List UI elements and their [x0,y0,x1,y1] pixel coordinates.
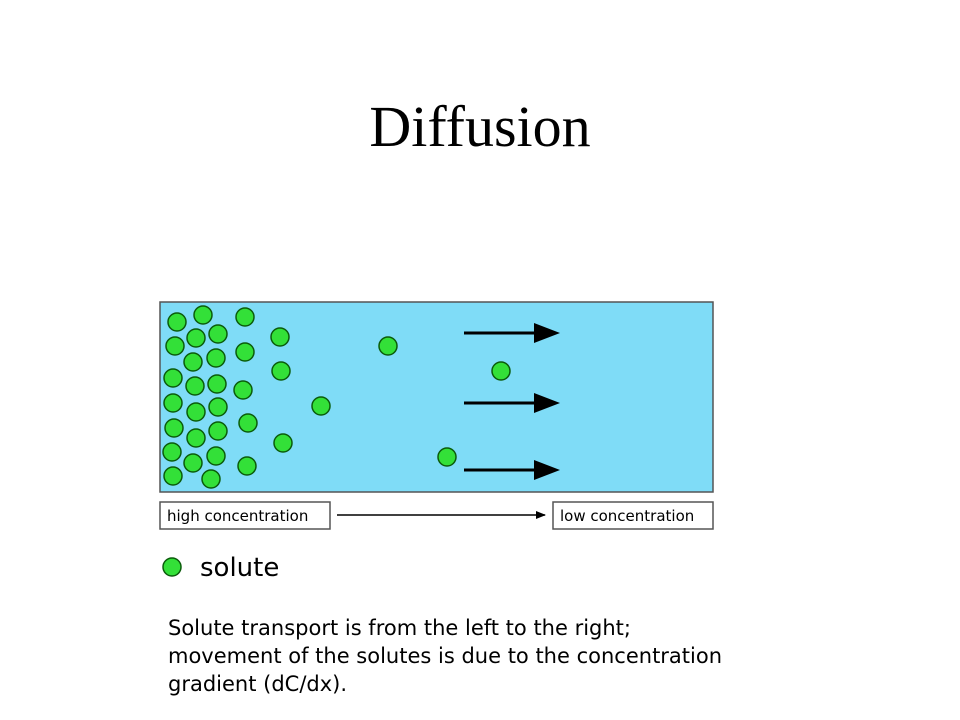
solute-particle [378,336,398,356]
diffusion-arrow [464,393,560,413]
solute-particle [163,393,183,413]
solute-particle [207,374,227,394]
solute-particle [271,361,291,381]
solute-legend-icon [162,557,182,577]
caption-line: movement of the solutes is due to the co… [168,644,723,668]
solute-particle [235,342,255,362]
solute-particle [183,352,203,372]
solute-particle [163,368,183,388]
caption: Solute transport is from the left to the… [168,614,828,698]
solute-particle [235,307,255,327]
solute-particle [162,442,182,462]
solute-particle [183,453,203,473]
solute-particle [186,402,206,422]
solute-particle [201,469,221,489]
low-concentration-label: low concentration [560,507,694,525]
caption-line: Solute transport is from the left to the… [168,616,631,640]
solute-particle [206,348,226,368]
solute-particle [163,466,183,486]
solute-particle [270,327,290,347]
caption-line: gradient (dC/dx). [168,672,348,696]
diffusion-arrow [464,460,560,480]
solute-particle [167,312,187,332]
solute-particle [237,456,257,476]
low-concentration-box [552,501,714,530]
solute-particle [165,336,185,356]
slide-title: Diffusion [369,94,591,159]
solute-particle [164,418,184,438]
solute-particle [491,361,511,381]
solute-particle [208,421,228,441]
solute-legend-label: solute [200,553,279,583]
solute-particle [185,376,205,396]
solute-particle [193,305,213,325]
solute-particle [233,380,253,400]
solute-particle [238,413,258,433]
solute-particles [162,305,511,489]
solute-particle [208,397,228,417]
solute-particle [437,447,457,467]
solute-particle [273,433,293,453]
solute-particle [186,428,206,448]
solute-particle [186,328,206,348]
solute-particle [311,396,331,416]
high-concentration-label: high concentration [167,507,308,525]
diffusion-arrow [464,323,560,343]
solute-particle [208,324,228,344]
solute-particle [206,446,226,466]
high-concentration-box [159,501,331,530]
